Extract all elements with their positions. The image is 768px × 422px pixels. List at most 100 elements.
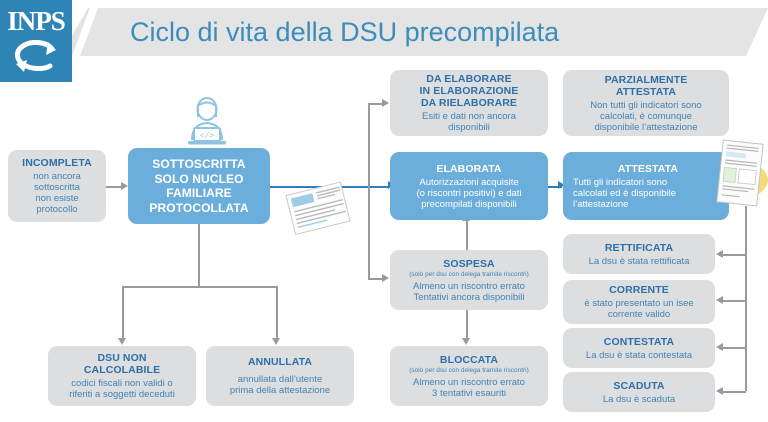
node-da-elaborare-line-2: disponibili — [448, 122, 490, 133]
node-incompleta-line-3: non esiste — [35, 193, 79, 204]
connector-to-rettificata — [722, 254, 746, 256]
node-dsu-non-calcolabile-line-1: codici fiscali non validi o — [71, 378, 173, 389]
node-contestata-title: CONTESTATA — [603, 335, 675, 348]
arrowhead-to-attestata — [558, 181, 565, 189]
node-corrente-title: CORRENTE — [609, 284, 669, 296]
node-annullata-title: ANNULLATA — [247, 356, 313, 368]
node-incompleta-line-2: sottoscritta — [34, 182, 80, 193]
node-incompleta-line-4: protocollo — [36, 204, 78, 215]
node-sospesa-line-1: Almeno un riscontro errato — [413, 280, 525, 292]
connector-attestata-right-trunk — [745, 206, 747, 391]
person-at-laptop-code-icon: </> — [188, 97, 226, 145]
node-bloccata-line-1: Almeno un riscontro errato — [413, 376, 525, 388]
node-sottoscritta-line-1: SOTTOSCRITTA — [152, 157, 246, 171]
node-contestata[interactable]: CONTESTATA La dsu è stata contestata — [563, 328, 715, 368]
node-da-elaborare-title-3: DA RIELABORARE — [420, 97, 518, 109]
node-sospesa-title: SOSPESA — [443, 257, 495, 270]
node-sottoscritta-line-4: PROTOCOLLATA — [149, 200, 249, 215]
node-dsu-non-calcolabile[interactable]: DSU NON CALCOLABILE codici fiscali non v… — [48, 346, 196, 406]
connector-to-da-elaborare — [368, 103, 384, 105]
connector-to-sospesa — [368, 278, 384, 280]
connector-to-scaduta — [722, 391, 746, 393]
connector-to-dsu-non-calcolabile — [122, 286, 124, 340]
node-bloccata-title: BLOCCATA — [439, 353, 499, 366]
node-bloccata-note: (solo per dsu con delega tramite riscont… — [409, 366, 529, 374]
page-title: Ciclo di vita della DSU precompilata — [130, 17, 560, 47]
connector-sospesa-to-elaborata — [466, 218, 468, 250]
arrowhead-to-annullata — [272, 338, 280, 345]
arrowhead-to-rettificata — [716, 250, 723, 258]
node-da-elaborare-line-1: Esiti e dati non ancora — [421, 111, 516, 122]
inps-logo: INPS — [0, 0, 72, 82]
node-corrente[interactable]: CORRENTE è stato presentato un isee corr… — [563, 280, 715, 324]
node-sottoscritta[interactable]: SOTTOSCRITTA SOLO NUCLEO FAMILIARE PROTO… — [128, 148, 270, 224]
header-band — [60, 8, 768, 56]
node-incompleta-title: INCOMPLETA — [22, 157, 92, 169]
node-attestata-line-3: l’attestazione — [573, 198, 629, 210]
connector-bottom-split — [122, 286, 277, 288]
node-parzialmente-attestata-line-2: calcolati, è comunque — [600, 110, 692, 122]
node-elaborata-title: ELABORATA — [436, 162, 502, 175]
node-scaduta-title: SCADUTA — [613, 379, 665, 392]
arrowhead-to-bloccata — [462, 338, 470, 345]
node-da-elaborare[interactable]: DA ELABORARE IN ELABORAZIONE DA RIELABOR… — [390, 70, 548, 136]
node-parzialmente-attestata-line-3: disponibile l’attestazione — [594, 121, 698, 133]
node-sottoscritta-line-2: SOLO NUCLEO — [154, 171, 244, 186]
node-sottoscritta-line-3: FAMILIARE — [166, 186, 232, 200]
svg-text:</>: </> — [200, 132, 215, 141]
node-attestata-line-2: calcolati ed è disponibile — [573, 187, 676, 199]
dsu-form-document-icon — [285, 181, 351, 236]
node-elaborata[interactable]: ELABORATA Autorizzazioni acquisite (o ri… — [390, 152, 548, 220]
node-elaborata-line-2: (o riscontri positivi) e dati — [416, 187, 522, 199]
connector-to-contestata — [722, 347, 746, 349]
connector-sospesa-to-bloccata — [466, 310, 468, 340]
node-sospesa[interactable]: SOSPESA (solo per dsu con delega tramite… — [390, 250, 548, 310]
node-attestata-line-1: Tutti gli indicatori sono — [573, 176, 668, 188]
node-annullata[interactable]: ANNULLATA annullata dall’utente prima de… — [206, 346, 354, 406]
arrowhead-to-corrente — [716, 296, 723, 304]
node-incompleta[interactable]: INCOMPLETA non ancora sottoscritta non e… — [8, 150, 106, 222]
connector-elaborata-to-attestata — [548, 186, 562, 188]
node-elaborata-line-3: precompilati disponibili — [421, 198, 517, 210]
node-bloccata[interactable]: BLOCCATA (solo per dsu con delega tramit… — [390, 346, 548, 406]
arrowhead-to-scaduta — [716, 387, 723, 395]
node-sospesa-line-2: Tentativi ancora disponibili — [413, 291, 525, 303]
node-contestata-line-1: La dsu è stata contestata — [585, 349, 693, 361]
node-da-elaborare-title-1: DA ELABORARE — [426, 73, 512, 85]
node-rettificata-line-1: La dsu è stata rettificata — [588, 255, 690, 267]
node-dsu-non-calcolabile-title-2: CALCOLABILE — [83, 364, 161, 376]
inps-wordmark: INPS — [7, 6, 66, 36]
node-scaduta[interactable]: SCADUTA La dsu è scaduta — [563, 372, 715, 412]
node-incompleta-line-1: non ancora — [33, 171, 81, 182]
connector-to-corrente — [722, 300, 746, 302]
node-sospesa-note: (solo per dsu con delega tramite riscont… — [409, 270, 529, 278]
node-elaborata-line-1: Autorizzazioni acquisite — [419, 176, 519, 188]
node-parzialmente-attestata-title-1: PARZIALMENTE — [604, 73, 688, 86]
node-dsu-non-calcolabile-title-1: DSU NON — [97, 352, 147, 364]
arrowhead-to-da-elaborare — [382, 99, 389, 107]
arrowhead-to-sottoscritta — [121, 182, 128, 190]
node-rettificata-title: RETTIFICATA — [604, 241, 674, 254]
node-annullata-line-1: annullata dall’utente — [237, 374, 323, 385]
node-corrente-line-1: è stato presentato un isee — [584, 298, 694, 309]
node-dsu-non-calcolabile-line-2: riferiti a soggetti deceduti — [69, 389, 175, 400]
inps-swoosh-icon — [15, 40, 56, 72]
node-attestata-title: ATTESTATA — [617, 162, 679, 175]
connector-to-annullata — [276, 286, 278, 340]
arrowhead-to-dsu-non-calcolabile — [118, 338, 126, 345]
connector-incompleta-to-sottoscritta — [105, 186, 123, 188]
arrowhead-to-contestata — [716, 343, 723, 351]
connector-sottoscritta-down — [198, 222, 200, 287]
node-corrente-line-2: corrente valido — [607, 309, 671, 320]
attestation-document-icon — [716, 139, 764, 207]
node-attestata[interactable]: ATTESTATA Tutti gli indicatori sono calc… — [563, 152, 729, 220]
node-da-elaborare-title-2: IN ELABORAZIONE — [419, 85, 519, 97]
node-parzialmente-attestata[interactable]: PARZIALMENTE ATTESTATA Non tutti gli ind… — [563, 70, 729, 136]
node-bloccata-line-2: 3 tentativi esauriti — [432, 387, 506, 399]
node-rettificata[interactable]: RETTIFICATA La dsu è stata rettificata — [563, 234, 715, 274]
node-scaduta-line-1: La dsu è scaduta — [602, 393, 676, 405]
arrowhead-to-sospesa — [382, 274, 389, 282]
connector-vertical-branch-trunk — [368, 103, 370, 279]
node-parzialmente-attestata-line-1: Non tutti gli indicatori sono — [590, 99, 702, 111]
